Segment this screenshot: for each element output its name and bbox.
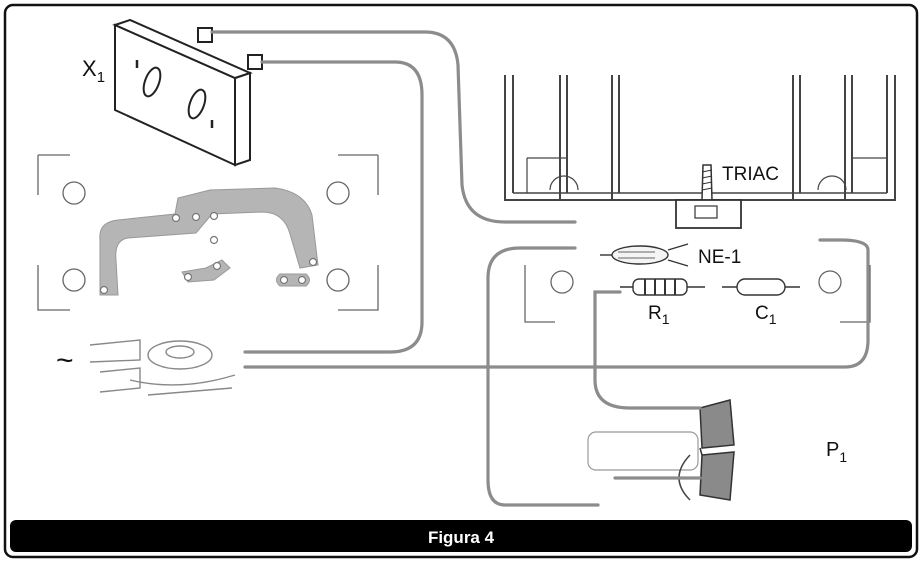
wire-p1-to-board xyxy=(486,246,600,507)
wires xyxy=(210,30,870,507)
c1-label: C1 xyxy=(755,303,777,327)
caption-bar xyxy=(10,520,912,552)
figure-caption: Figura 4 xyxy=(428,528,495,547)
ac-symbol-label: ~ xyxy=(56,344,74,377)
capacitor-c1 xyxy=(722,278,800,296)
wire-plug-to-right xyxy=(243,238,870,369)
outlet-socket-x1 xyxy=(112,18,263,167)
wire-x1-to-plug xyxy=(243,60,424,354)
wire-p1-upper xyxy=(593,290,702,410)
resistor-r1 xyxy=(620,278,705,296)
ne1-label: NE-1 xyxy=(698,247,741,268)
neon-lamp-ne1 xyxy=(600,243,689,267)
r1-label: R1 xyxy=(648,303,670,327)
triac-label: TRIAC xyxy=(722,164,779,185)
right-pcb-outline xyxy=(524,265,871,323)
wire-x1-to-triac xyxy=(210,30,577,224)
p1-label: P1 xyxy=(826,439,847,465)
ac-power-plug xyxy=(89,339,236,396)
left-pcb-outline xyxy=(37,154,379,311)
heatsink xyxy=(504,75,896,201)
triac-component xyxy=(675,164,742,229)
x1-label: X1 xyxy=(82,56,105,86)
pcb-pads xyxy=(99,211,318,295)
